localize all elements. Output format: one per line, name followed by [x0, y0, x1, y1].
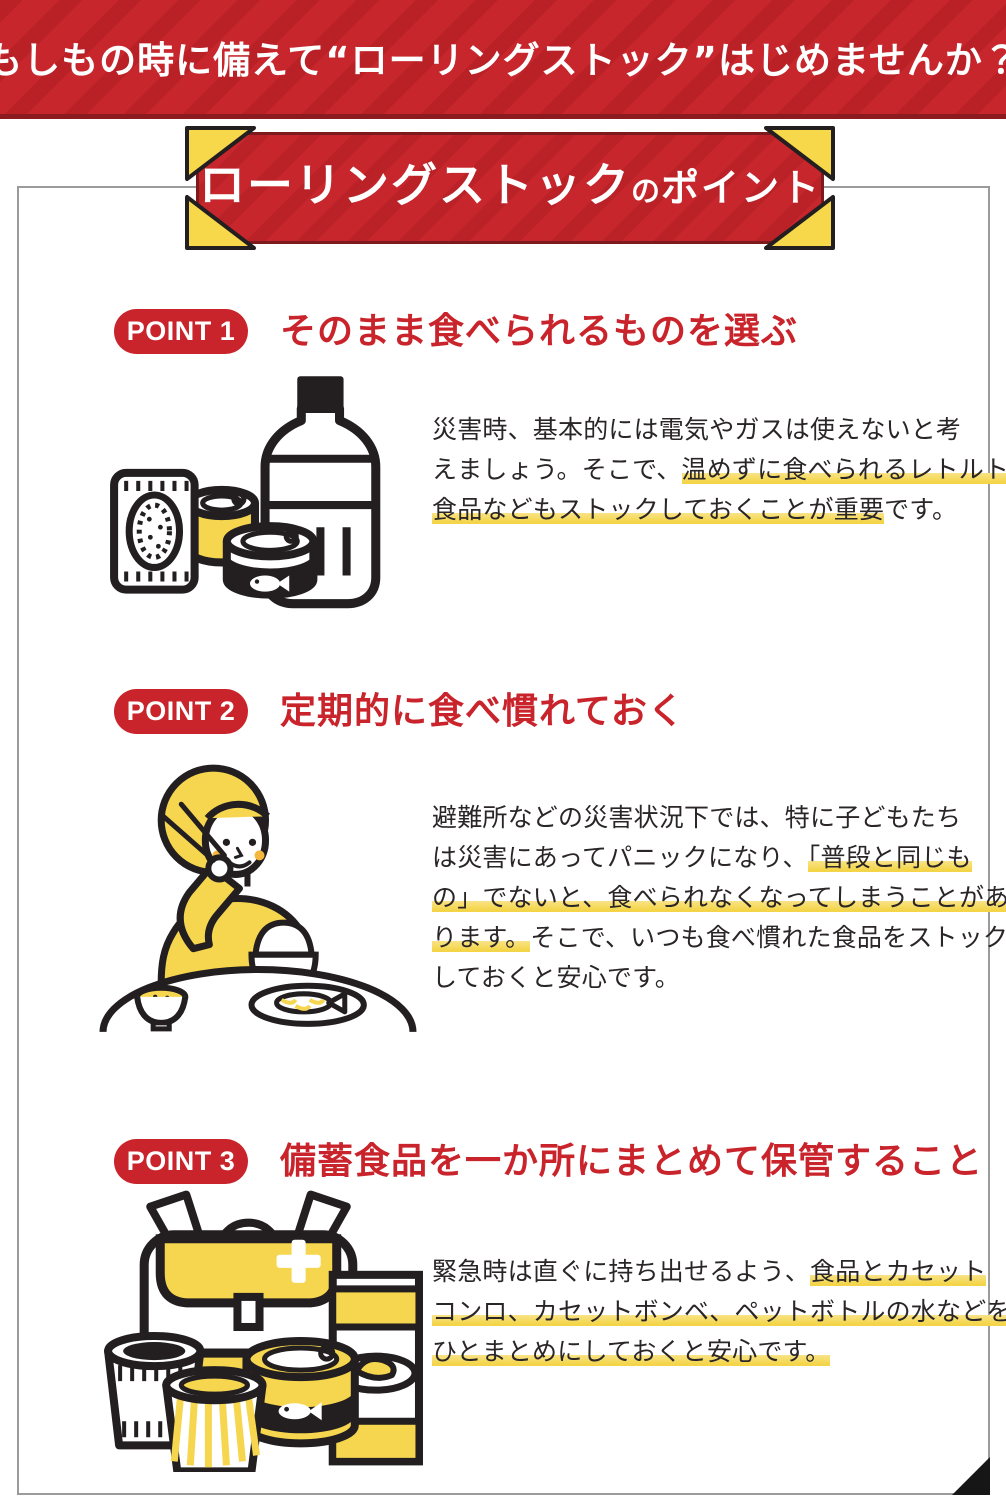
body-line: の」でないと、食べられなくなってしまうことがあ — [432, 878, 1006, 918]
highlighted-text-segment: 食品とカセット — [810, 1257, 987, 1286]
yellow-corner-icon — [185, 126, 256, 181]
point3-illustration — [104, 1190, 423, 1472]
body-line: ひとまとめにしておくと安心です。 — [432, 1332, 992, 1372]
body-line: えましょう。そこで、温めずに食べられるレトルト — [432, 450, 1006, 490]
body-line: 避難所などの災害状況下では、特に子どもたち — [432, 798, 992, 838]
cup-noodle-icon — [162, 1366, 267, 1472]
highlighted-text-segment: ひとまとめにしておくと安心です。 — [432, 1337, 831, 1366]
point2-badge: POINT 2 — [114, 689, 248, 734]
point1-badge: POINT 1 — [114, 309, 248, 354]
point2-description: 避難所などの災害状況下では、特に子どもたち は災害にあってパニックになり、「普段… — [432, 798, 1006, 998]
point3-heading: 備蓄食品を一か所にまとめて保管すること — [280, 1141, 984, 1182]
body-line: 災害時、基本的には電気やガスは使えないと考 — [432, 410, 992, 450]
text-segment: 災害時、基本的には電気やガスは使えないと考 — [432, 415, 962, 444]
text-segment: です。 — [884, 495, 958, 524]
section-title-banner: ローリングストック の ポイント — [185, 126, 835, 250]
banner-title-sub: ポイント — [661, 166, 822, 210]
text-segment: しておくと安心です。 — [432, 963, 681, 992]
badge-label: POINT 1 — [126, 316, 236, 346]
body-line: 食品などもストックしておくことが重要です。 — [432, 490, 992, 530]
body-line: 緊急時は直ぐに持ち出せるよう、食品とカセット — [432, 1252, 992, 1292]
highlighted-text-segment: 温めずに食べられるレトルト — [681, 455, 1006, 484]
yellow-corner-icon — [764, 126, 835, 181]
soup-bowl-icon — [134, 984, 189, 1032]
point3-badge: POINT 3 — [114, 1139, 248, 1184]
yellow-corner-icon — [764, 195, 835, 250]
badge-label: POINT 3 — [126, 1146, 236, 1176]
highlighted-text-segment: ります。 — [432, 923, 531, 952]
point2-heading: 定期的に食べ慣れておく — [280, 691, 685, 732]
folded-corner-icon — [952, 1457, 990, 1495]
point1-illustration — [110, 376, 381, 609]
text-segment: そこで、いつも食べ慣れた食品をストック — [530, 923, 1006, 952]
body-line: ります。そこで、いつも食べ慣れた食品をストック — [432, 918, 1006, 958]
body-line: コンロ、カセットボンベ、ペットボトルの水などを — [432, 1292, 1006, 1332]
point3-description: 緊急時は直ぐに持ち出せるよう、食品とカセット コンロ、カセットボンベ、ペットボト… — [432, 1252, 1006, 1372]
banner-title-main: ローリングストック — [199, 158, 631, 212]
text-segment: 避難所などの災害状況下では、特に子どもたち — [432, 803, 962, 832]
text-segment: えましょう。そこで、 — [432, 455, 682, 484]
yellow-corner-icon — [185, 195, 256, 250]
snack-bag-icon — [110, 468, 199, 594]
point1-description: 災害時、基本的には電気やガスは使えないと考 えましょう。そこで、温めずに食べられ… — [432, 410, 1006, 530]
point1-heading: そのまま食べられるものを選ぶ — [280, 311, 799, 352]
page-title: もしもの時に備えて“ローリングストック”はじめませんか？ — [0, 39, 1006, 82]
badge-label: POINT 2 — [126, 696, 236, 726]
text-segment: 緊急時は直ぐに持ち出せるよう、 — [432, 1257, 811, 1286]
point2-illustration — [99, 764, 417, 1032]
highlighted-text-segment: コンロ、カセットボンベ、ペットボトルの水などを — [432, 1297, 1006, 1326]
body-line: しておくと安心です。 — [432, 958, 992, 998]
fish-can-icon — [222, 522, 318, 599]
body-line: は災害にあってパニックになり、「普段と同じも — [432, 838, 992, 878]
text-segment: は災害にあってパニックになり、 — [432, 843, 808, 872]
highlighted-text-segment: 食品などもストックしておくことが重要 — [432, 495, 885, 524]
highlighted-text-segment: 「普段と同じも — [807, 843, 972, 872]
highlighted-text-segment: の」でないと、食べられなくなってしまうことがあ — [432, 883, 1006, 912]
fish-can-icon — [242, 1337, 359, 1448]
banner-title-particle: の — [630, 174, 661, 208]
fish-plate-icon — [248, 982, 367, 1027]
top-header-banner: もしもの時に備えて“ローリングストック”はじめませんか？ — [0, 0, 1006, 119]
